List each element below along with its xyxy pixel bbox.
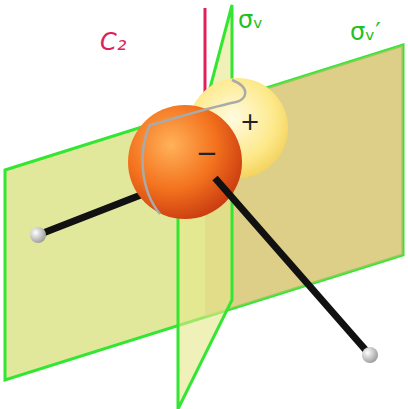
sign-label: −: [196, 140, 218, 166]
bond: [215, 178, 370, 355]
axis-label: C₂: [100, 30, 126, 54]
hydrogen-atom: [30, 227, 46, 243]
plane-label: σᵥ′: [350, 20, 381, 44]
sign-label: +: [240, 110, 260, 134]
orbital-lobe: [128, 105, 242, 219]
hydrogen-atom: [362, 347, 378, 363]
plane-label: σᵥ: [238, 8, 263, 32]
